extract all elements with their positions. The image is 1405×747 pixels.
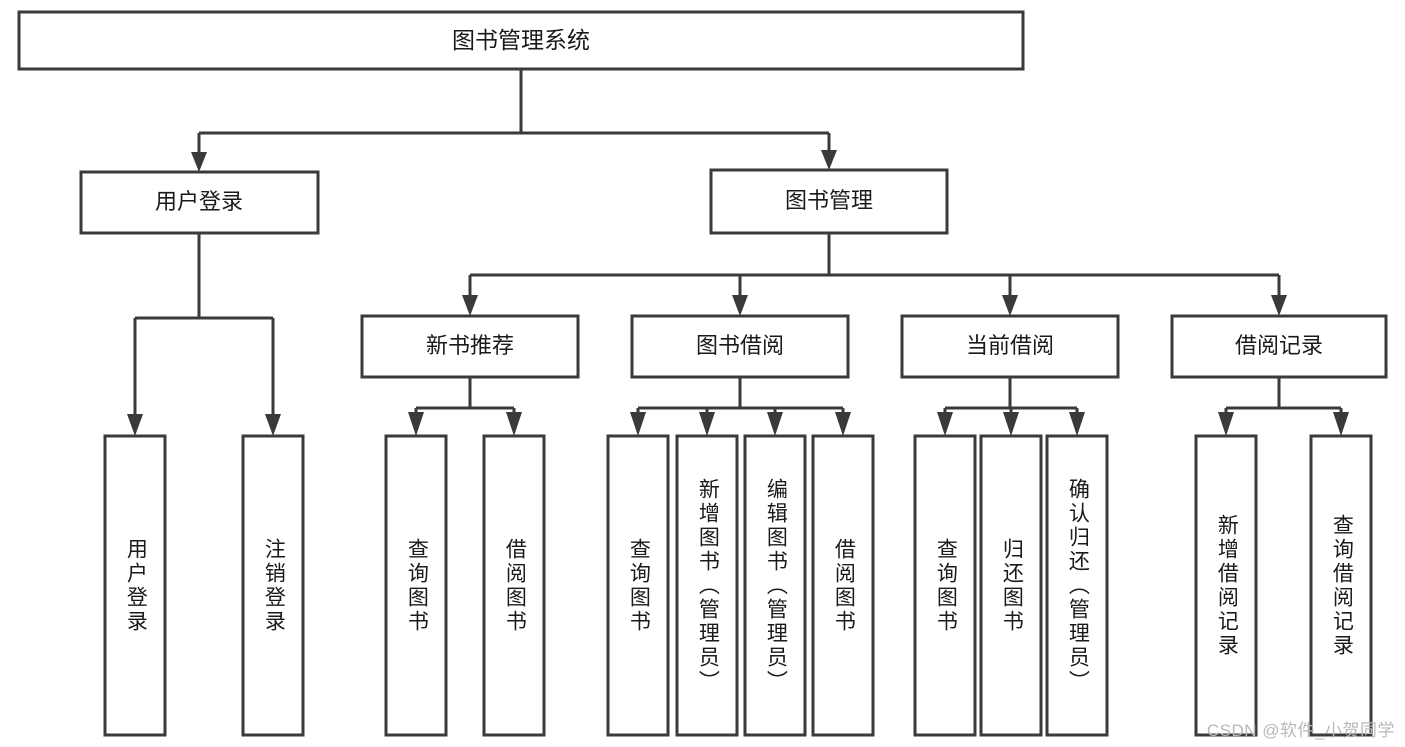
- node-box-leaf-query-book-2[interactable]: [606, 434, 670, 737]
- connector-group-new-book-recommend: [408, 377, 522, 436]
- arrow-head-leaf-add-record: [1218, 412, 1234, 436]
- arrow-head-leaf-borrow-book-2: [835, 412, 851, 436]
- arrow-head-book-borrow: [732, 295, 748, 316]
- arrow-head-leaf-return-book: [1003, 412, 1019, 436]
- connector-group-current-borrow: [937, 377, 1085, 436]
- arrow-head-leaf-edit-book: [767, 412, 783, 436]
- arrow-head-book-management: [821, 150, 837, 170]
- connector-group-book-borrow: [630, 377, 851, 436]
- node-label-new-book-recommend: 新书推荐: [426, 333, 514, 358]
- node-box-leaf-query-book-3[interactable]: [913, 434, 977, 737]
- arrow-head-borrow-records: [1271, 295, 1287, 316]
- node-label-user-login: 用户登录: [155, 189, 243, 214]
- arrow-head-leaf-borrow-book-1: [506, 412, 522, 436]
- connector-group-book-management: [462, 233, 1287, 316]
- watermark-text: CSDN @软件_小贺同学: [1206, 721, 1395, 740]
- arrow-head-leaf-query-record: [1333, 412, 1349, 436]
- node-box-user-login[interactable]: [79, 170, 320, 235]
- arrow-head-leaf-confirm-return: [1069, 412, 1085, 436]
- connector-group-root: [191, 69, 837, 172]
- node-box-book-management[interactable]: [709, 168, 949, 235]
- node-box-leaf-query-record[interactable]: [1309, 434, 1373, 737]
- node-label-borrow-records: 借阅记录: [1235, 333, 1323, 358]
- node-box-leaf-user-logout[interactable]: [241, 434, 305, 737]
- arrow-head-leaf-add-book: [699, 412, 715, 436]
- node-box-leaf-confirm-return[interactable]: [1045, 434, 1109, 737]
- node-box-book-borrow[interactable]: [630, 314, 850, 379]
- arrow-head-new-book-recommend: [462, 295, 478, 316]
- arrow-head-leaf-query-book-3: [937, 412, 953, 436]
- node-box-borrow-records[interactable]: [1170, 314, 1388, 379]
- connector-group-borrow-records: [1218, 377, 1349, 436]
- node-box-leaf-edit-book[interactable]: [743, 434, 807, 737]
- node-box-leaf-borrow-book-2[interactable]: [811, 434, 875, 737]
- node-box-current-borrow[interactable]: [900, 314, 1120, 379]
- node-box-leaf-user-login[interactable]: [103, 434, 167, 737]
- connector-group-user-login: [127, 233, 281, 436]
- arrow-head-leaf-query-book-1: [408, 412, 424, 436]
- node-box-new-book-recommend[interactable]: [360, 314, 580, 379]
- node-label-book-management: 图书管理: [785, 188, 873, 213]
- node-label-book-borrow: 图书借阅: [696, 333, 784, 358]
- arrow-head-leaf-query-book-2: [630, 412, 646, 436]
- arrow-head-leaf-user-logout: [265, 414, 281, 436]
- node-label-root: 图书管理系统: [452, 27, 590, 53]
- node-box-leaf-return-book[interactable]: [979, 434, 1043, 737]
- arrow-head-user-login: [191, 152, 207, 172]
- node-label-current-borrow: 当前借阅: [966, 333, 1054, 358]
- arrow-head-current-borrow: [1002, 295, 1018, 316]
- arrow-head-leaf-user-login: [127, 414, 143, 436]
- node-box-leaf-borrow-book-1[interactable]: [482, 434, 546, 737]
- node-box-leaf-query-book-1[interactable]: [384, 434, 448, 737]
- node-box-leaf-add-book[interactable]: [675, 434, 739, 737]
- node-box-root[interactable]: [17, 10, 1025, 71]
- node-box-leaf-add-record[interactable]: [1194, 434, 1258, 737]
